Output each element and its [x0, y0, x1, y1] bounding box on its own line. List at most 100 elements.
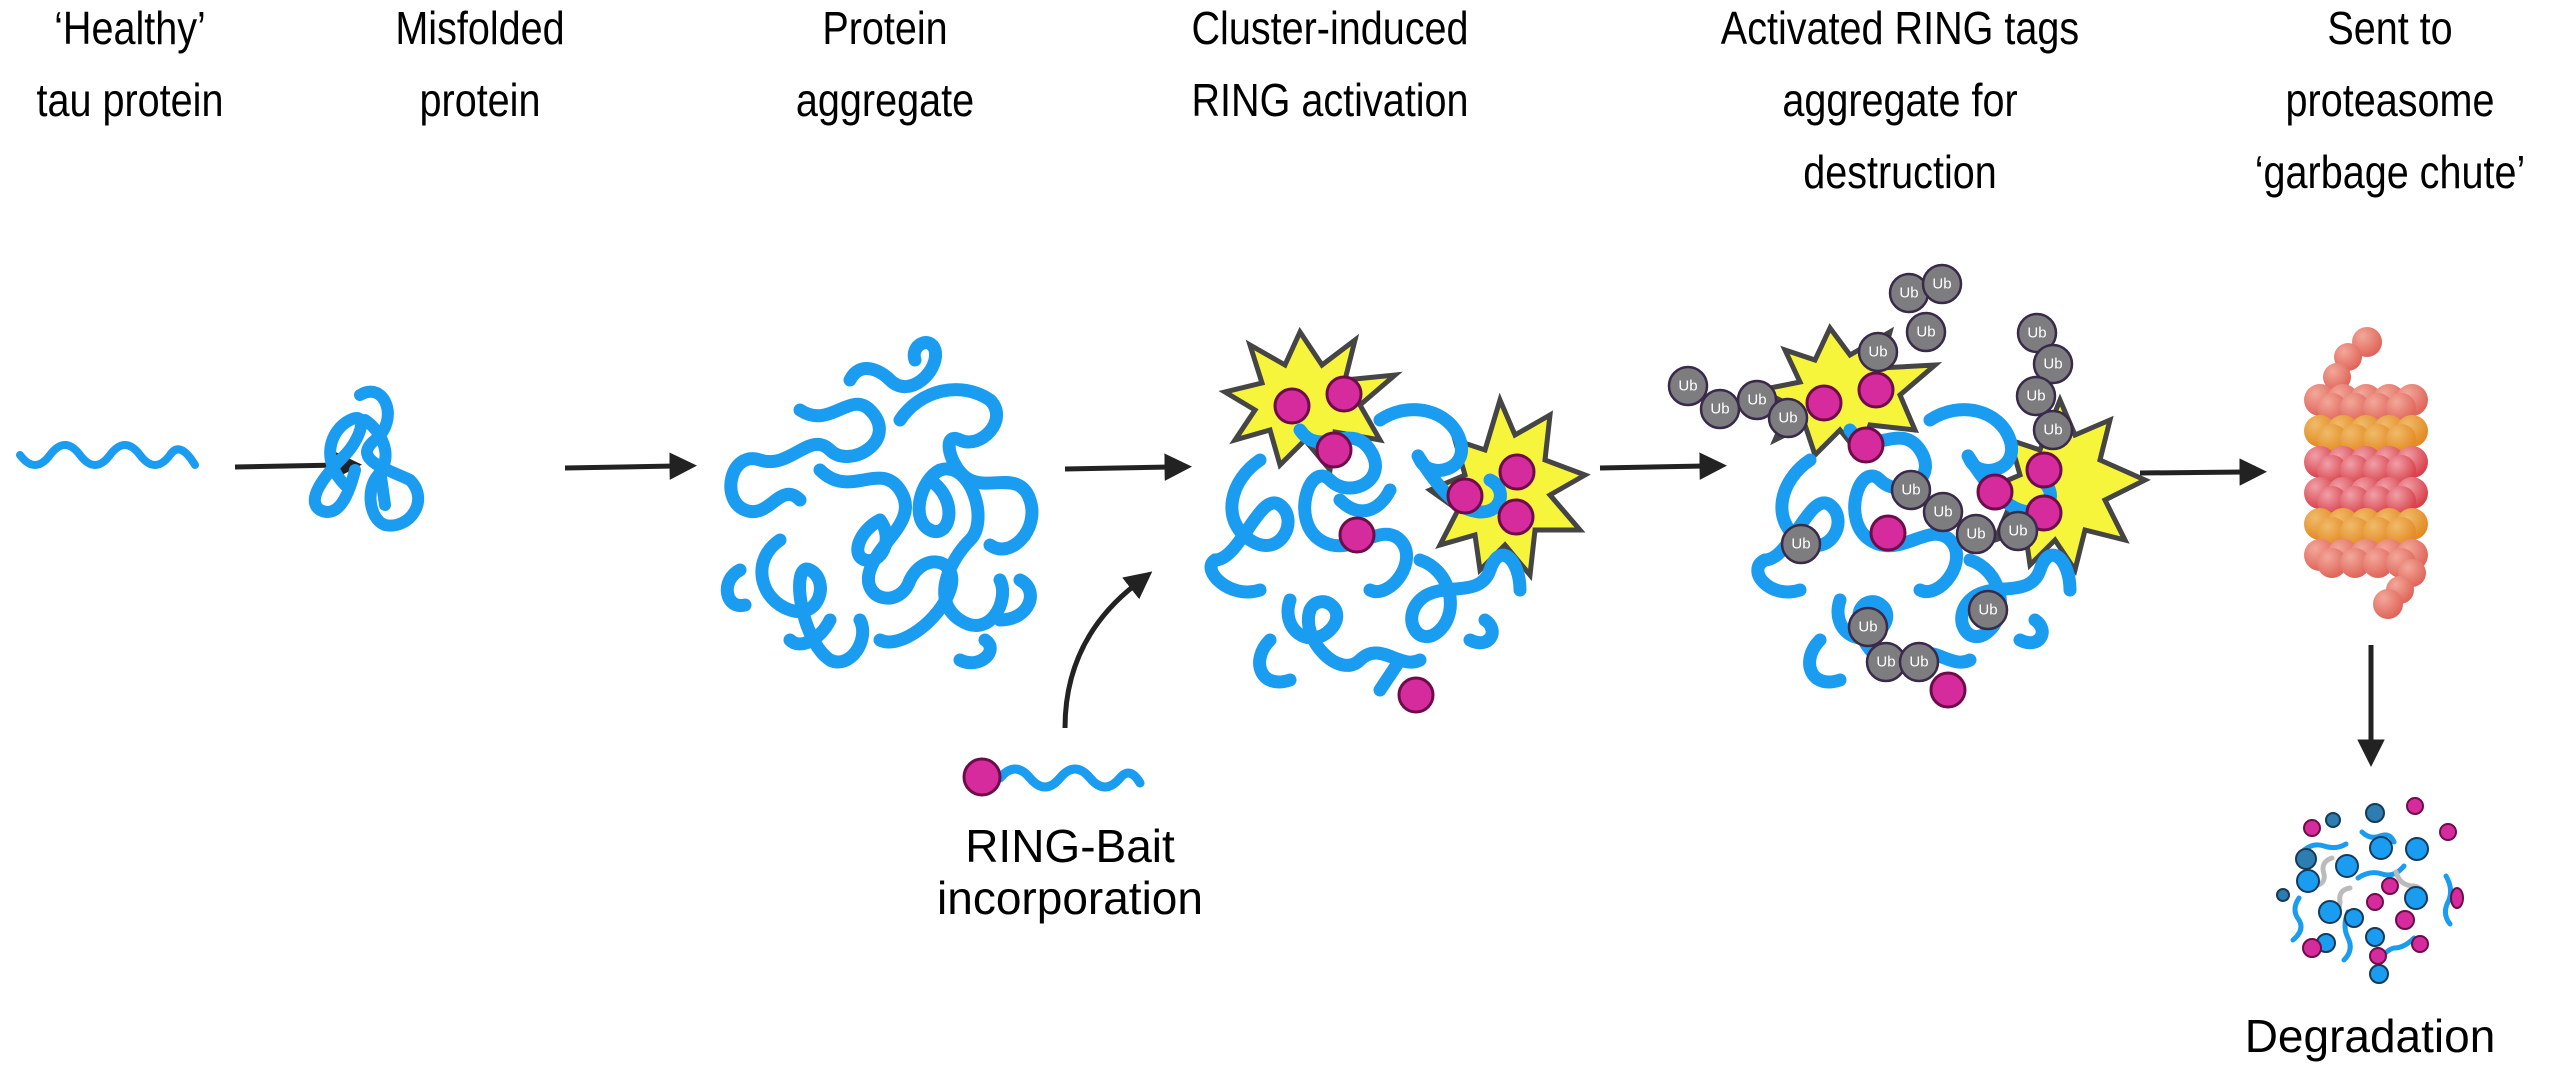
- proteasome-icon: [2304, 327, 2428, 619]
- proteasome-subunit: [2317, 548, 2347, 578]
- ubiquitin-label: Ub: [1916, 324, 1935, 341]
- ubiquitin-icon: [1767, 397, 1809, 439]
- ubiquitin-icon: [1736, 379, 1778, 421]
- ubiquitin-label: Ub: [1710, 401, 1729, 418]
- stage-label-misfolded: Misfolded protein: [385, 0, 574, 136]
- ubiquitin-icon: [1780, 523, 1822, 565]
- ubiquitin-icon: [1898, 641, 1940, 683]
- stage-label-proteasome: Sent to proteasome ‘garbage chute’: [2227, 0, 2554, 208]
- ubiquitin-icon: [1967, 589, 2009, 631]
- ubiquitin-icon: [1890, 469, 1932, 511]
- ubiquitin-label: Ub: [1858, 619, 1877, 636]
- ubiquitin-icon: [1905, 311, 1947, 353]
- arrow-icon: [1064, 453, 1192, 481]
- ubiquitin-label: Ub: [1978, 602, 1997, 619]
- stage-label-healthy: ‘Healthy’ tau protein: [18, 0, 242, 136]
- ubiquitin-label: Ub: [1909, 654, 1928, 671]
- stage-label-line: proteasome: [2285, 74, 2495, 126]
- ring-domain-icon: [1805, 384, 1843, 422]
- arrow-icon: [2139, 458, 2267, 486]
- cluster-induced-activation: [1204, 326, 1591, 714]
- ubiquitin-label: Ub: [2043, 422, 2062, 439]
- ring-domain-icon: [1397, 676, 1435, 714]
- stage-label-cluster: Cluster-induced RING activation: [1175, 0, 1485, 136]
- stage-label-aggregate: Protein aggregate: [786, 0, 984, 136]
- ubiquitin-icon: [1922, 491, 1964, 533]
- stage-label-line: Misfolded: [395, 2, 565, 54]
- stage-label-line: ‘garbage chute’: [2254, 146, 2526, 198]
- stage-label-line: Cluster-induced: [1191, 2, 1469, 54]
- ubiquitin-icon: [2015, 375, 2057, 417]
- stage-label-line: destruction: [1803, 146, 1997, 198]
- stage-label-line: ‘Healthy’: [54, 2, 206, 54]
- ring-domain-icon: [1498, 453, 1536, 491]
- ubiquitin-label: Ub: [2043, 356, 2062, 373]
- ubiquitin-icon: [1955, 513, 1997, 555]
- ubiquitin-label: Ub: [2008, 523, 2027, 540]
- ring-domain-icon: [1869, 514, 1907, 552]
- ring-domain-icon: [962, 757, 1002, 797]
- ring-bait-label-line: incorporation: [937, 872, 1203, 924]
- ubiquitin-icon: [2032, 343, 2074, 385]
- ring-domain-icon: [1338, 516, 1376, 554]
- ubiquitin-label: Ub: [1932, 276, 1951, 293]
- ubiquitin-label: Ub: [1899, 285, 1918, 302]
- ring-domain-icon: [1857, 371, 1895, 409]
- ubiquitin-label: Ub: [2027, 325, 2046, 342]
- ring-domain-icon: [1273, 387, 1311, 425]
- protein-aggregate: [720, 336, 1039, 670]
- ubiquitin-label: Ub: [1901, 482, 1920, 499]
- ubiquitin-label: Ub: [1678, 378, 1697, 395]
- ring-domain-icon: [1446, 477, 1484, 515]
- ubiquitin-icon: [1667, 365, 1709, 407]
- ubiquitin-icon: [1847, 606, 1889, 648]
- ubiquitin-label: Ub: [1876, 654, 1895, 671]
- ubiquitin-label: Ub: [1791, 536, 1810, 553]
- ring-domain-icon: [1847, 426, 1885, 464]
- ubiquitin-label: Ub: [1747, 392, 1766, 409]
- degradation-label: Degradation: [2200, 1010, 2540, 1062]
- arrow-icon: [564, 452, 697, 480]
- stage-label-line: Sent to: [2327, 2, 2453, 54]
- stage-label-line: RING activation: [1191, 74, 1469, 126]
- curved-arrow-icon: [1062, 571, 1153, 729]
- ring-domain-icon: [1929, 671, 1967, 709]
- degradation-label-text: Degradation: [2244, 1010, 2496, 1062]
- proteasome-subunit: [2373, 589, 2403, 619]
- ring-domain-icon: [1325, 375, 1363, 413]
- ubiquitin-icon: [1921, 263, 1963, 305]
- healthy-tau-protein: [16, 441, 199, 469]
- ubiquitin-label: Ub: [2026, 388, 2045, 405]
- degradation-products-icon: [2276, 797, 2464, 984]
- stage-label-line: protein: [419, 74, 541, 126]
- ubiquitin-icon: [1997, 510, 2039, 552]
- ubiquitin-label: Ub: [1868, 344, 1887, 361]
- ring-bait-label: RING-Bait incorporation: [890, 820, 1250, 924]
- ring-domain-icon: [2025, 451, 2063, 489]
- ring-bait: [962, 757, 1145, 797]
- stage-label-tagged: Activated RING tags aggregate for destru…: [1676, 0, 2123, 208]
- ring-domain-icon: [1497, 498, 1535, 536]
- proteasome-subunit: [2340, 548, 2370, 578]
- ring-domain-icon: [1315, 431, 1353, 469]
- ubiquitin-icon: [1857, 331, 1899, 373]
- ring-bait-label-line: RING-Bait: [965, 820, 1175, 872]
- arrow-icon: [234, 451, 362, 479]
- ubiquitin-icon: [2032, 409, 2074, 451]
- proteasome-subunit: [2363, 548, 2393, 578]
- misfolded-protein: [308, 385, 425, 532]
- stage-label-line: Protein: [822, 2, 948, 54]
- proteasome-subunit: [2323, 363, 2351, 391]
- ring-domain-icon: [1976, 473, 2014, 511]
- stage-label-line: aggregate: [795, 74, 975, 126]
- ubiquitin-label: Ub: [1966, 526, 1985, 543]
- ubiquitin-label: Ub: [1933, 504, 1952, 521]
- stage-label-line: Activated RING tags: [1720, 2, 2080, 54]
- stage-label-line: tau protein: [36, 74, 224, 126]
- ubiquitin-label: Ub: [1778, 410, 1797, 427]
- stage-label-line: aggregate for: [1782, 74, 2018, 126]
- arrow-icon: [1599, 452, 1727, 480]
